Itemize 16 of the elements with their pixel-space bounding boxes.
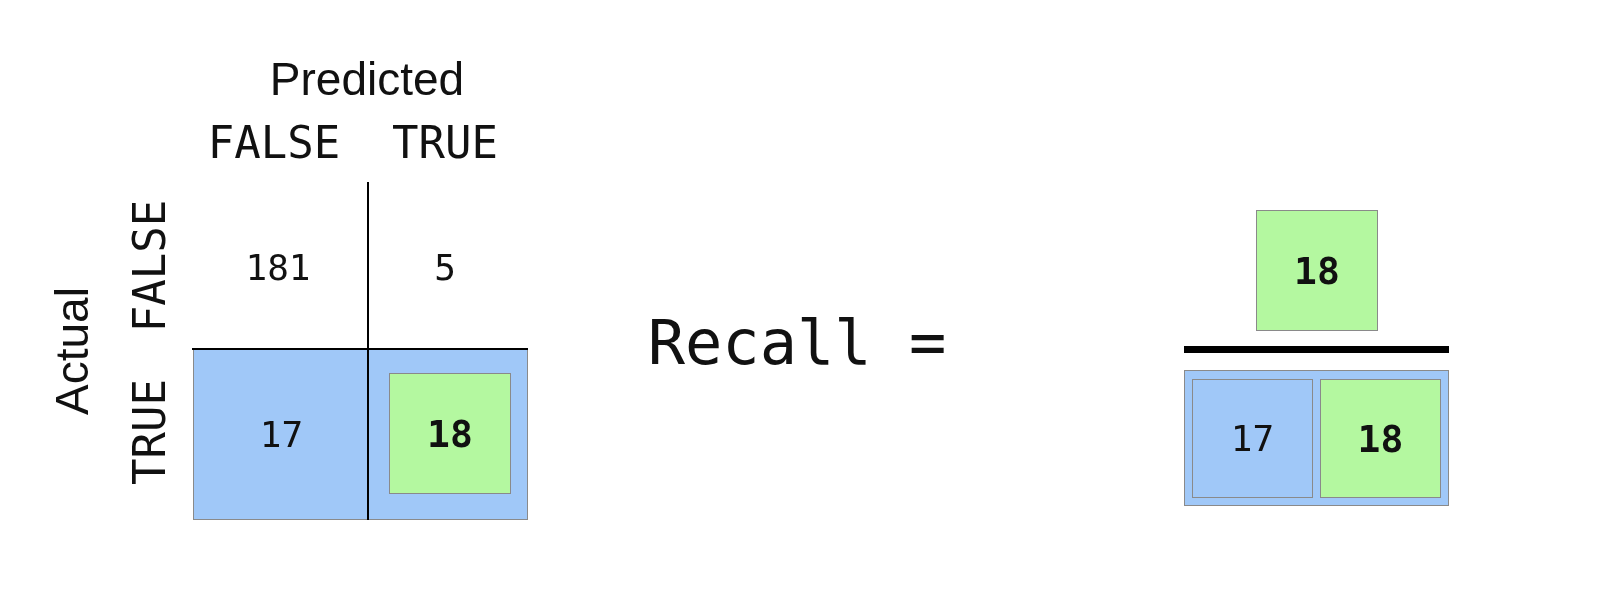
highlighted-row-band bbox=[193, 349, 528, 520]
numerator-box: 18 bbox=[1256, 210, 1378, 331]
denominator-band bbox=[1184, 370, 1449, 506]
value-box: 17 bbox=[1192, 379, 1313, 498]
axis-title: Predicted bbox=[269, 56, 465, 102]
row-header: TRUE bbox=[128, 379, 172, 485]
highlighted-cell: 18 bbox=[1320, 379, 1441, 498]
cell-value: 181 bbox=[245, 250, 311, 286]
cell-value: 17 bbox=[258, 412, 305, 457]
cell-value: 5 bbox=[434, 250, 456, 286]
column-header: FALSE bbox=[207, 121, 341, 165]
axis-title: Actual bbox=[49, 287, 95, 415]
row-header: FALSE bbox=[128, 199, 172, 333]
formula-label: Recall = bbox=[647, 312, 947, 374]
highlighted-cell: 18 bbox=[389, 373, 511, 494]
column-header: TRUE bbox=[392, 121, 498, 165]
